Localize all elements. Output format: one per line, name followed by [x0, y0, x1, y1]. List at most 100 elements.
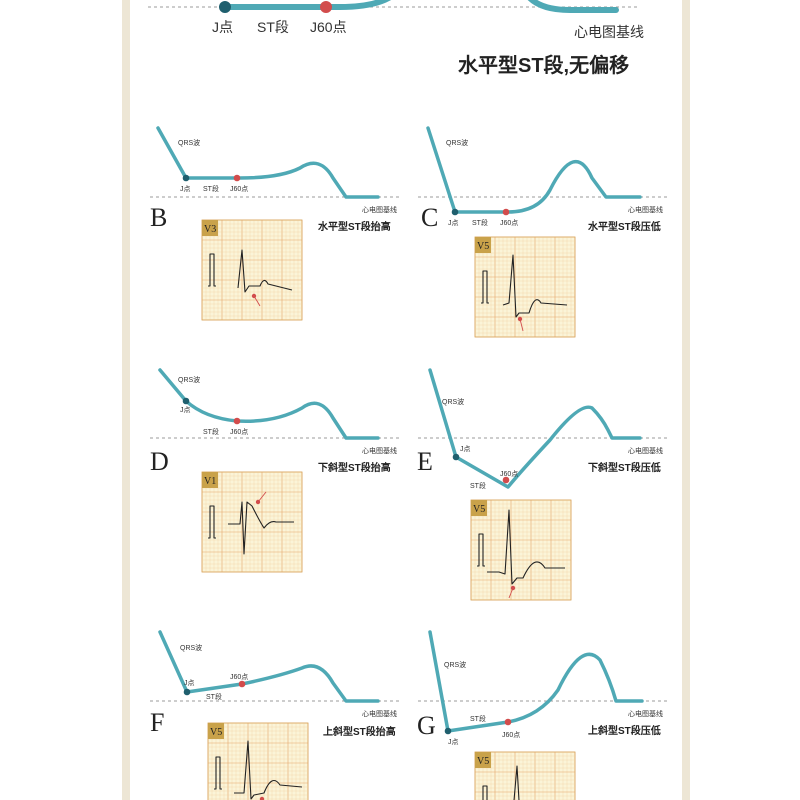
panel-b-j60-label: J60点 — [230, 185, 248, 193]
lead-label: V3 — [204, 224, 216, 235]
lead-tag — [475, 752, 491, 768]
ecg-strip-c: V5 — [474, 236, 576, 338]
lead-label: V5 — [210, 727, 222, 738]
panel-d-j60-point-marker — [233, 417, 241, 425]
calibration-pulse — [482, 785, 488, 800]
panel-e-wave — [428, 368, 642, 489]
header-title: 水平型ST段,无偏移 — [458, 53, 629, 77]
panel-d-title: 下斜型ST段抬高 — [318, 461, 391, 474]
panel-e-st-label: ST段 — [470, 481, 486, 490]
panel-e-j-label: J点 — [460, 445, 471, 453]
panel-b-j-label: J点 — [180, 185, 191, 193]
panel-b-baseline-label: 心电图基线 — [362, 205, 397, 214]
ecg-trace — [487, 509, 565, 585]
calibration-pulse — [481, 270, 489, 304]
header-panel: J点 ST段 J60点 心电图基线 水平型ST段,无偏移 — [148, 0, 644, 77]
j60-point-marker — [255, 499, 261, 505]
panel-c-baseline-label: 心电图基线 — [628, 205, 663, 214]
lead-tag — [202, 220, 218, 236]
panel-f-qrs-label: QRS波 — [180, 643, 202, 652]
panel-f-j60-label: J60点 — [230, 673, 248, 681]
panel-b-wave — [156, 126, 380, 199]
header-j-label: J点 — [212, 19, 233, 35]
ecg-trace — [234, 740, 303, 800]
panel-f-title: 上斜型ST段抬高 — [323, 725, 396, 738]
calibration-pulse — [477, 533, 485, 567]
panel-e: QRS波 J点 ST段 J60点 心电图基线 E 下斜型ST段压低 — [417, 368, 668, 490]
panel-d-wave — [158, 368, 380, 440]
panel-g-j60-point-marker — [504, 718, 512, 726]
header-j60-point-marker — [320, 1, 332, 13]
lead-tag — [202, 472, 218, 488]
panel-e-j-point-marker — [452, 453, 460, 461]
panel-e-j60-point-marker — [502, 476, 510, 484]
lead-tag — [208, 723, 224, 739]
ecg-trace — [502, 254, 568, 318]
panel-c-wave — [426, 126, 642, 214]
panel-c-j60-point-marker — [502, 208, 510, 216]
lead-label: V1 — [204, 476, 216, 487]
j60-point-marker — [251, 293, 257, 299]
panel-g-qrs-label: QRS波 — [444, 660, 466, 669]
panel-g-title: 上斜型ST段压低 — [588, 724, 661, 737]
page-frame-right — [682, 0, 690, 800]
lead-label: V5 — [477, 241, 489, 252]
page-frame-left — [122, 0, 130, 800]
panel-g-st-label: ST段 — [470, 714, 486, 723]
panel-g: QRS波 J点 ST段 J60点 心电图基线 G 上斜型ST段压低 — [417, 630, 668, 746]
panel-c-title: 水平型ST段压低 — [587, 220, 661, 233]
st-segment-diagram: J点 ST段 J60点 心电图基线 水平型ST段,无偏移 QRS波 J点 ST段… — [148, 0, 668, 800]
header-baseline-label: 心电图基线 — [574, 24, 644, 40]
panel-g-letter: G — [417, 711, 436, 740]
panel-e-letter: E — [417, 447, 433, 476]
calibration-pulse — [208, 505, 216, 539]
panel-d-j-point-marker — [182, 397, 190, 405]
ecg-strip-g: V5 — [474, 751, 576, 800]
panel-c-st-label: ST段 — [472, 218, 488, 227]
j60-point-marker — [259, 796, 265, 800]
panel-c-qrs-label: QRS波 — [446, 138, 468, 147]
j60-point-marker — [510, 585, 516, 591]
panel-c-j-point-marker — [451, 208, 459, 216]
header-st-label: ST段 — [257, 19, 289, 35]
header-wave — [222, 0, 392, 10]
panel-f-j-point-marker — [183, 688, 191, 696]
panel-b: QRS波 J点 ST段 J60点 心电图基线 B 水平型ST段抬高 — [150, 126, 400, 233]
j60-point-marker — [517, 316, 523, 322]
lead-label: V5 — [477, 756, 489, 767]
panel-b-qrs-label: QRS波 — [178, 138, 200, 147]
header-j-point-marker — [219, 1, 231, 13]
panel-f-j-label: J点 — [184, 679, 195, 687]
panel-c-letter: C — [421, 203, 438, 232]
panel-d-baseline-label: 心电图基线 — [362, 446, 397, 455]
panel-c-j60-label: J60点 — [500, 219, 518, 227]
ecg-strip-f: V5 — [207, 722, 309, 800]
ecg-trace — [228, 501, 294, 555]
panel-e-title: 下斜型ST段压低 — [588, 461, 661, 474]
calibration-pulse — [208, 253, 216, 287]
panel-g-j-label: J点 — [448, 738, 459, 746]
header-j60-label: J60点 — [310, 19, 347, 35]
panel-g-wave — [428, 630, 644, 733]
ecg-trace — [237, 249, 293, 293]
lead-tag — [471, 500, 487, 516]
ecg-paper — [474, 236, 576, 338]
panel-f-j60-point-marker — [238, 680, 246, 688]
ecg-paper — [201, 219, 303, 321]
panel-d-j60-label: J60点 — [230, 428, 248, 436]
panel-d: QRS波 J点 ST段 J60点 心电图基线 D 下斜型ST段抬高 — [150, 368, 400, 476]
panel-e-baseline-label: 心电图基线 — [628, 446, 663, 455]
panel-f-wave — [158, 630, 380, 703]
panel-f: QRS波 J点 ST段 J60点 心电图基线 F 上斜型ST段抬高 — [150, 630, 400, 738]
panel-d-letter: D — [150, 447, 169, 476]
ecg-strip-b: V3 — [201, 219, 303, 321]
panel-f-baseline-label: 心电图基线 — [362, 709, 397, 718]
panel-g-j-point-marker — [444, 727, 452, 735]
diagram-page: J点 ST段 J60点 心电图基线 水平型ST段,无偏移 QRS波 J点 ST段… — [130, 0, 682, 800]
panel-b-j-point-marker — [182, 174, 190, 182]
panel-f-letter: F — [150, 708, 164, 737]
panel-b-st-label: ST段 — [203, 184, 219, 193]
calibration-pulse — [214, 756, 222, 790]
panel-f-st-label: ST段 — [206, 692, 222, 701]
